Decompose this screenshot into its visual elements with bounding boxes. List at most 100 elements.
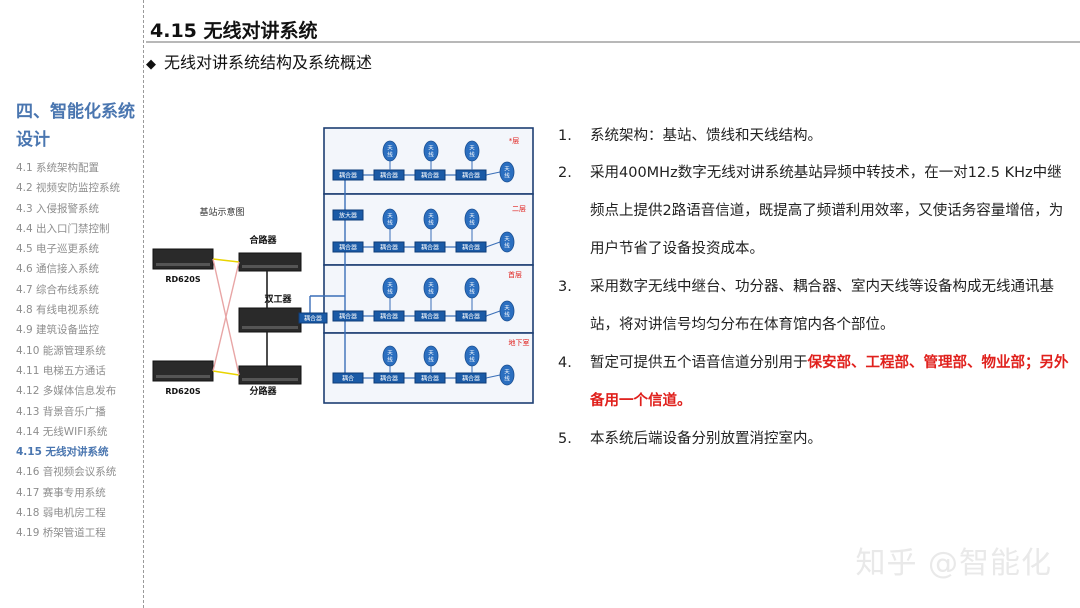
sidebar-list: 4.1 系统架构配置 4.2 视频安防监控系统 4.3 入侵报警系统 4.4 出入口门… (16, 158, 140, 544)
antenna-icon-text-bottom: 线 (469, 356, 475, 364)
sidebar-item[interactable]: 4.15 无线对讲系统 (16, 446, 109, 459)
coupler-node (414, 241, 446, 253)
point-text: 本系统后端设备分别放置消控室内。 (590, 420, 1073, 458)
antenna-icon-text-top: 天 (469, 145, 475, 152)
sidebar-item[interactable]: 4.10 能源管理系统 (16, 344, 106, 357)
antenna-icon-text-top: 天 (387, 213, 393, 220)
amplifier-node-label: 放大器 (339, 212, 357, 220)
antenna-icon-text-bottom: 线 (387, 219, 393, 227)
sidebar-item[interactable]: 4.17 赛事专用系统 (16, 486, 106, 499)
coupler-node (332, 169, 364, 181)
coupler-node-label: 耦合器 (380, 244, 398, 252)
antenna-icon (382, 140, 398, 162)
coupler-node (373, 169, 405, 181)
sidebar-item[interactable]: 4.12 多媒体信息发布 (16, 385, 117, 398)
amplifier-node (332, 209, 364, 221)
antenna-icon-text-top: 天 (504, 236, 510, 243)
sidebar-item[interactable]: 4.16 音视频会议系统 (16, 466, 117, 479)
rd620s-label-bottom: RD620S (165, 387, 201, 396)
subtitle-text: 无线对讲系统结构及系统概述 (164, 53, 373, 72)
antenna-icon (423, 140, 439, 162)
sidebar-item[interactable]: 4.4 出入口门禁控制 (16, 222, 110, 235)
coupler-node-label: 耦合器 (462, 172, 480, 180)
antenna-icon (423, 345, 439, 367)
point-number: 1. (558, 128, 572, 144)
antenna-icon-text-bottom: 线 (387, 151, 393, 159)
sidebar-item[interactable]: 4.9 建筑设备监控 (16, 324, 100, 337)
point-item: 4.暂定可提供五个语音信道分别用于保安部、工程部、管理部、物业部；另外备用一个信… (558, 344, 1073, 420)
point-number: 3. (558, 279, 572, 295)
antenna-icon-text-top: 天 (387, 350, 393, 357)
watermark: 知乎 @智能化 (855, 546, 1052, 581)
floor-frame (323, 264, 534, 334)
point-text: 采用400MHz数字无线对讲系统基站异频中转技术，在一对12.5 KHz中继频点… (590, 154, 1073, 268)
floor-label: 二层 (512, 205, 526, 213)
point-text-main: 系统架构：基站、馈线和天线结构。 (590, 128, 822, 144)
sidebar-item[interactable]: 4.11 电梯五方通话 (16, 364, 106, 377)
point-number: 2. (558, 165, 572, 181)
splitter-label: 分路器 (249, 385, 277, 397)
antenna-feed (485, 171, 501, 176)
sidebar-item[interactable]: 4.3 入侵报警系统 (16, 202, 100, 215)
coupler-node-label: 耦合器 (380, 375, 398, 383)
antenna-icon-text-top: 天 (469, 213, 475, 220)
sidebar-item[interactable]: 4.7 综合布线系统 (16, 283, 100, 296)
antenna-icon-text-top: 天 (428, 213, 434, 220)
cable-yellow (212, 370, 240, 376)
coupler-node (373, 372, 405, 384)
sidebar-item[interactable]: 4.13 背景音乐广播 (16, 405, 106, 418)
point-item: 3.采用数字无线中继台、功分器、耦合器、室内天线等设备构成无线通讯基站，将对讲信… (558, 268, 1073, 344)
combiner-label: 合路器 (249, 234, 277, 246)
coupler-node-label: 耦合器 (421, 244, 439, 252)
page-title: 4.15 无线对讲系统 (150, 20, 318, 42)
sidebar-heading-line2: 设计 (16, 130, 50, 150)
coupler-node (373, 241, 405, 253)
station-title: 基站示意图 (199, 206, 244, 218)
point-item: 2. 采用400MHz数字无线对讲系统基站异频中转技术，在一对12.5 KHz中继… (558, 154, 1073, 268)
antenna-icon (464, 208, 480, 230)
coupler-node-label: 耦合器 (339, 244, 357, 252)
antenna-icon-text-top: 天 (428, 145, 434, 152)
coupler-node (332, 372, 364, 384)
title-rule (146, 41, 1080, 43)
coupler-node-label: 耦合 (342, 375, 354, 383)
left-divider (143, 0, 144, 608)
duplexer-unit-panel (242, 326, 298, 329)
sidebar-item[interactable]: 4.14 无线WIFI系统 (16, 425, 108, 438)
sidebar-item[interactable]: 4.2 视频安防监控系统 (16, 182, 121, 195)
sidebar-item[interactable]: 4.19 桥架管道工程 (16, 527, 106, 540)
coupler-node-label: 耦合器 (421, 313, 439, 321)
point-text-main: 本系统后端设备分别放置消控室内。 (590, 431, 822, 447)
sidebar-heading: 四、智能化系统 设计 (16, 98, 140, 154)
sidebar-heading-line1: 四、智能化系统 (16, 102, 135, 122)
antenna-icon (464, 140, 480, 162)
point-text-main: 暂定可提供五个语音信道分别用于 (590, 355, 808, 371)
antenna-icon-text-top: 天 (428, 282, 434, 289)
sidebar-item[interactable]: 4.5 电子巡更系统 (16, 243, 100, 256)
antenna-icon-text-top: 天 (387, 282, 393, 289)
antenna-icon (464, 345, 480, 367)
sidebar-item[interactable]: 4.8 有线电视系统 (16, 304, 100, 317)
feeder-coupler-node-label: 耦合器 (304, 315, 322, 323)
antenna-icon-text-bottom: 线 (469, 288, 475, 296)
antenna-icon-text-top: 天 (504, 305, 510, 312)
antenna-icon-text-top: 天 (428, 350, 434, 357)
antenna-icon-text-top: 天 (469, 282, 475, 289)
antenna-icon (499, 364, 515, 386)
sidebar-item[interactable]: 4.18 弱电机房工程 (16, 507, 106, 520)
antenna-icon-text-top: 天 (504, 166, 510, 173)
antenna-icon-text-bottom: 线 (428, 151, 434, 159)
page-subtitle: ◆无线对讲系统结构及系统概述 (146, 49, 372, 73)
antenna-icon (423, 277, 439, 299)
duplexer-label: 双工器 (264, 294, 292, 305)
coupler-node (332, 241, 364, 253)
floor-label: *层 (509, 137, 520, 145)
antenna-icon (499, 161, 515, 183)
antenna-icon-text-bottom: 线 (428, 219, 434, 227)
sidebar-item[interactable]: 4.6 通信接入系统 (16, 263, 100, 276)
coupler-node (332, 310, 364, 322)
antenna-icon-text-bottom: 线 (504, 311, 510, 319)
coupler-node (414, 169, 446, 181)
antenna-icon (499, 231, 515, 253)
sidebar-item[interactable]: 4.1 系统架构配置 (16, 162, 100, 174)
